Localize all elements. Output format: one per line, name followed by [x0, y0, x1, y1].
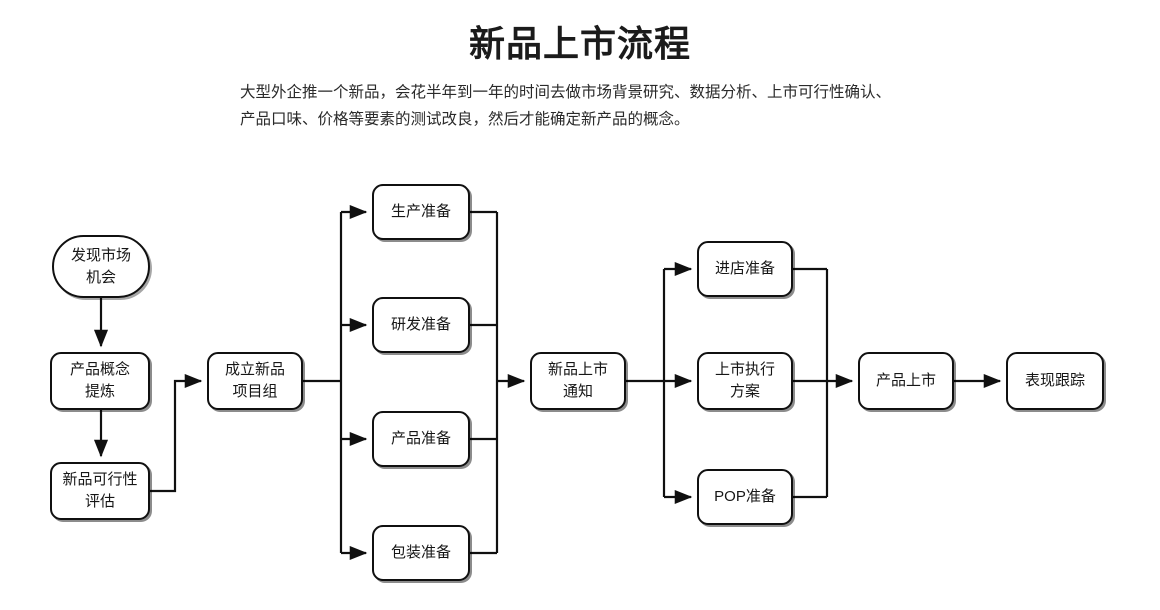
- node-feasibility-assessment[interactable]: 新品可行性 评估: [50, 462, 150, 520]
- node-launch-notification[interactable]: 新品上市 通知: [530, 352, 626, 410]
- subtitle-line-2: 产品口味、价格等要素的测试改良，然后才能确定新产品的概念。: [240, 111, 690, 129]
- edge-group-arrowed: [93, 204, 1002, 561]
- subtitle-line-1: 大型外企推一个新品，会花半年到一年的时间去做市场背景研究、数据分析、上市可行性确…: [240, 84, 892, 102]
- node-performance-tracking[interactable]: 表现跟踪: [1006, 352, 1104, 410]
- node-production-preparation[interactable]: 生产准备: [372, 184, 470, 240]
- node-discover-market-opportunity[interactable]: 发现市场 机会: [52, 235, 150, 298]
- node-establish-project-team[interactable]: 成立新品 项目组: [207, 352, 303, 410]
- edge-group-plain: [303, 210, 829, 555]
- page-title: 新品上市流程: [468, 23, 691, 64]
- node-pop-preparation[interactable]: POP准备: [697, 469, 793, 525]
- node-product-concept-refinement[interactable]: 产品概念 提炼: [50, 352, 150, 410]
- header: 新品上市流程 大型外企推一个新品，会花半年到一年的时间去做市场背景研究、数据分析…: [0, 0, 1160, 133]
- node-launch-execution-plan[interactable]: 上市执行 方案: [697, 352, 793, 410]
- page-subtitle: 大型外企推一个新品，会花半年到一年的时间去做市场背景研究、数据分析、上市可行性确…: [240, 79, 920, 133]
- node-product-preparation[interactable]: 产品准备: [372, 411, 470, 467]
- node-packaging-preparation[interactable]: 包装准备: [372, 525, 470, 581]
- node-rd-preparation[interactable]: 研发准备: [372, 297, 470, 353]
- edge-n3-n4: [150, 373, 203, 493]
- node-product-launch[interactable]: 产品上市: [858, 352, 954, 410]
- node-store-entry-preparation[interactable]: 进店准备: [697, 241, 793, 297]
